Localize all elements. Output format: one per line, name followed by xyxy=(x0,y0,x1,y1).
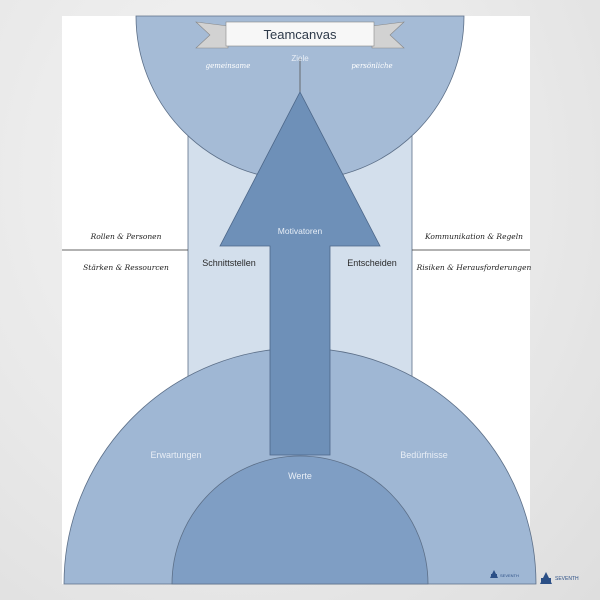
title-ribbon xyxy=(195,21,405,49)
motivators-arrow xyxy=(219,91,381,456)
strengths-label: Stärken & Ressourcen xyxy=(83,263,169,272)
bottom-inner-arc-values xyxy=(171,455,429,585)
values-label: Werte xyxy=(288,471,312,481)
risks-label: Risiken & Herausforderungen xyxy=(416,263,532,272)
brand-logo-small: SEVENTH xyxy=(490,570,519,578)
interfaces-label: Schnittstellen xyxy=(202,258,256,268)
brand-logo-small-text: SEVENTH xyxy=(500,573,519,578)
goals-label: Ziele xyxy=(291,54,309,63)
shared-goals-label: gemeinsame xyxy=(206,62,251,70)
roles-label: Rollen & Personen xyxy=(90,232,162,241)
expectations-label: Erwartungen xyxy=(150,450,201,460)
brand-logo-large: SEVENTH xyxy=(540,572,579,584)
communication-label: Kommunikation & Regeln xyxy=(424,232,523,241)
decide-label: Entscheiden xyxy=(347,258,397,268)
motivators-label: Motivatoren xyxy=(278,226,323,236)
brand-logo-large-text: SEVENTH xyxy=(555,576,579,582)
title-text: Teamcanvas xyxy=(264,27,337,42)
needs-label: Bedürfnisse xyxy=(400,450,448,460)
personal-goals-label: persönliche xyxy=(351,62,392,70)
